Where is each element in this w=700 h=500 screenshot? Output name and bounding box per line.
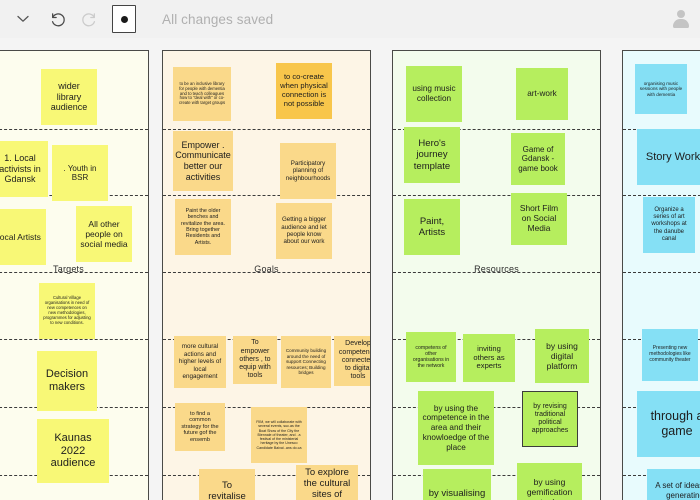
row-divider: [163, 272, 370, 273]
sticky-note[interactable]: Develop competence connected to digital …: [334, 336, 370, 386]
sticky-note[interactable]: Getting a bigger audience and let people…: [276, 203, 332, 259]
avatar-head: [677, 10, 685, 18]
column-inner: organising music sessions with people wi…: [623, 51, 700, 500]
row-label-resources: Resources: [474, 264, 519, 274]
row-divider: [163, 475, 370, 476]
row-divider: [623, 195, 700, 196]
board-column-2[interactable]: Goals to be an inclusive library for peop…: [162, 50, 371, 500]
sticky-note[interactable]: through a game: [637, 391, 700, 457]
sticky-note[interactable]: using music collection: [406, 66, 462, 122]
sticky-note[interactable]: competens of other organisations in the …: [406, 332, 456, 382]
sticky-note[interactable]: To revitalise riverside: [199, 469, 255, 500]
row-divider: [393, 195, 600, 196]
sticky-note[interactable]: by revising traditional political approa…: [522, 391, 578, 447]
sticky-note[interactable]: organising music sessions with people wi…: [635, 64, 687, 114]
board-column-4[interactable]: organising music sessions with people wi…: [622, 50, 700, 500]
save-status: All changes saved: [162, 11, 274, 27]
sticky-note[interactable]: . Youth in BSR: [52, 145, 108, 201]
sticky-note[interactable]: by using the competence in the area and …: [418, 391, 494, 465]
sticky-note-dot-icon: [120, 15, 128, 23]
sticky-note[interactable]: art-work: [516, 68, 568, 120]
row-divider: [623, 272, 700, 273]
sticky-note[interactable]: Empower . Communicate better our activit…: [173, 131, 233, 191]
sticky-note[interactable]: Story Work: [637, 129, 700, 185]
row-label-targets: Targets: [53, 264, 84, 274]
row-divider: [393, 407, 600, 408]
sticky-note[interactable]: by visualising local stories: [423, 469, 491, 500]
sticky-note[interactable]: to be an inclusive library for people wi…: [173, 67, 231, 121]
row-divider: [0, 339, 148, 340]
row-divider: [393, 129, 600, 130]
sticky-note[interactable]: To explore the cultural sites of Kaunas …: [296, 465, 358, 500]
column-inner: Targets wider library audience 1. Local ac…: [0, 51, 148, 500]
sticky-note[interactable]: Participatory planning of neighbourhoods: [280, 143, 336, 199]
sticky-note[interactable]: Paint the older benches and revitalize t…: [175, 199, 231, 255]
sticky-note[interactable]: Organize a series of art workshops at th…: [643, 197, 695, 253]
avatar[interactable]: [672, 10, 690, 28]
sticky-note[interactable]: wider library audience: [41, 69, 97, 125]
sticky-note[interactable]: Local Artists: [0, 209, 46, 265]
sticky-note[interactable]: Cultural Village organisations in need o…: [39, 283, 95, 339]
sticky-note[interactable]: Paint, Artists: [404, 199, 460, 255]
board-column-1[interactable]: Targets wider library audience 1. Local ac…: [0, 50, 149, 500]
row-divider: [0, 129, 148, 130]
sticky-note[interactable]: more cultural actions and higher levels …: [174, 336, 226, 388]
sticky-note[interactable]: Decision makers: [37, 351, 97, 411]
sticky-note[interactable]: To empower others , to equip with tools: [233, 336, 277, 384]
redo-icon[interactable]: [76, 6, 102, 32]
sticky-note[interactable]: Game of Gdansk - game book: [511, 133, 565, 185]
avatar-body: [673, 19, 689, 28]
sticky-note[interactable]: 1. Local activists in Gdansk: [0, 141, 48, 197]
sticky-note[interactable]: Hero's journey template: [404, 127, 460, 183]
sticky-note[interactable]: A set of ideas for generating creative i…: [647, 469, 700, 500]
sticky-note[interactable]: Presenting new methodologies like commun…: [642, 329, 698, 381]
row-label-goals: Goals: [254, 264, 279, 274]
column-inner: Goals to be an inclusive library for peop…: [163, 51, 370, 500]
sticky-note[interactable]: FIlM, we will collaborate with several e…: [251, 407, 307, 463]
row-divider: [393, 272, 600, 273]
sticky-note[interactable]: to find a common strategy for the future…: [175, 403, 225, 451]
row-divider: [163, 129, 370, 130]
row-divider: [0, 272, 148, 273]
undo-icon[interactable]: [44, 6, 70, 32]
top-toolbar: All changes saved: [0, 0, 700, 38]
row-divider: [393, 475, 600, 476]
sticky-note[interactable]: to co-create when physical connection is…: [276, 63, 332, 119]
sticky-note[interactable]: inviting others as experts: [463, 334, 515, 382]
sticky-note[interactable]: Short Film on Social Media: [511, 193, 567, 245]
sticky-note[interactable]: by using digital platform: [535, 329, 589, 383]
sticky-note[interactable]: Community building around the need of su…: [281, 336, 331, 388]
chevron-down-icon[interactable]: [10, 6, 36, 32]
board-canvas[interactable]: Targets wider library audience 1. Local ac…: [0, 38, 700, 500]
sticky-note[interactable]: Kaunas 2022 audience: [37, 419, 109, 483]
row-divider: [163, 195, 370, 196]
sticky-note[interactable]: by using gemification tools: [517, 463, 582, 500]
sticky-note[interactable]: All other people on social media: [76, 206, 132, 262]
sticky-note-tool-button[interactable]: [112, 5, 136, 33]
